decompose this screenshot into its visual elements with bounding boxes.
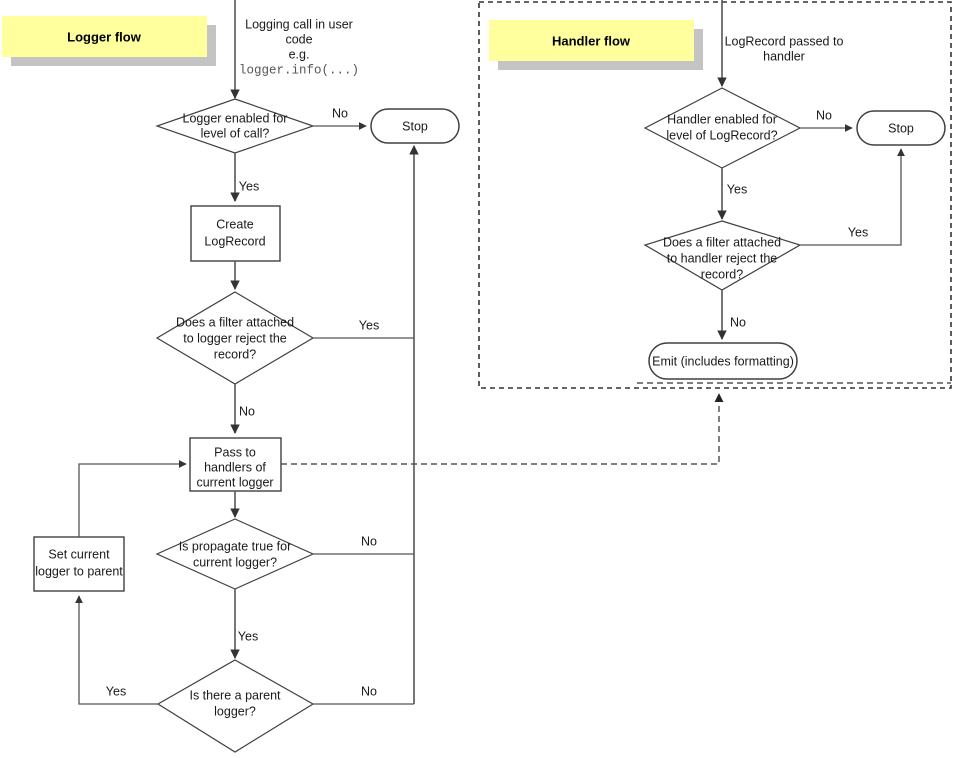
create-logrecord-box (190, 205, 281, 262)
handler-entry-caption-line2: handler (763, 49, 805, 63)
node-logger-stop: Stop (370, 108, 460, 144)
edge-label-propagate-yes: Yes (238, 629, 258, 643)
set-current-logger-label-line2: logger to parent (35, 564, 123, 578)
edge-label-logger-enabled-no: No (332, 106, 348, 120)
parent-logger-label-line2: logger? (214, 704, 256, 718)
edge-label-handler-filter-yes: Yes (848, 225, 868, 239)
edge-label-logger-enabled-yes: Yes (239, 179, 259, 193)
edge-label-logger-filter-yes: Yes (359, 318, 379, 332)
edge-label-propagate-no: No (361, 534, 377, 548)
logger-entry-caption-line3: e.g. (289, 47, 310, 61)
node-logger-filter: Does a filter attached to logger reject … (155, 291, 315, 385)
handler-filter-label-line3: record? (701, 267, 743, 281)
edge-label-handler-enabled-no: No (816, 108, 832, 122)
handler-filter-label-line1: Does a filter attached (663, 235, 781, 249)
logger-entry-caption-line2: code (285, 32, 312, 46)
logger-entry-caption: Logging call in user code e.g. logger.in… (239, 17, 359, 77)
handler-stop-label: Stop (888, 121, 914, 135)
node-set-current-logger: Set current logger to parent (33, 536, 125, 592)
handler-entry-caption-line1: LogRecord passed to (725, 34, 844, 48)
pass-to-handlers-box (189, 437, 282, 492)
edge-label-logger-filter-no: No (239, 404, 255, 418)
edge-label-parent-yes: Yes (106, 684, 126, 698)
handler-banner-label: Handler flow (552, 33, 631, 48)
logger-banner-box (2, 16, 207, 57)
logger-entry-caption-line1: Logging call in user (245, 17, 353, 31)
handler-banner-box (489, 20, 694, 61)
edge-pass-to-handler-flow (281, 393, 724, 465)
emit-shape (648, 342, 798, 380)
logger-flow-banner: Logger flow (2, 16, 216, 66)
logger-stop-label: Stop (402, 119, 428, 133)
node-create-logrecord: Create LogRecord (190, 205, 281, 262)
handler-panel-border (478, 1, 952, 389)
edge-set-current-to-pass (78, 460, 187, 537)
logger-enabled-label-line1: Logger enabled for (183, 111, 288, 125)
handler-flow-panel (478, 1, 952, 389)
parent-logger-label-line1: Is there a parent (189, 688, 281, 702)
logger-entry-caption-code: logger.info(...) (239, 63, 359, 77)
handler-flow-banner: Handler flow (489, 20, 703, 70)
pass-to-handlers-label-line2: handlers of (204, 460, 266, 474)
logger-enabled-label-line2: level of call? (201, 126, 270, 140)
node-logger-enabled: Logger enabled for level of call? (155, 98, 315, 154)
handler-stop-shape (856, 110, 946, 146)
propagate-label-line1: Is propagate true for (179, 539, 292, 553)
edge-label-parent-no: No (361, 684, 377, 698)
set-current-logger-box (33, 536, 125, 592)
handler-filter-label-line2: to handler reject the (667, 251, 778, 265)
node-emit: Emit (includes formatting) (648, 342, 798, 380)
handler-entry-caption: LogRecord passed to handler (725, 34, 844, 63)
edge-parent-yes (75, 595, 158, 705)
create-logrecord-label-line1: Create (216, 217, 254, 231)
node-propagate: Is propagate true for current logger? (155, 518, 315, 590)
propagate-label-line2: current logger? (193, 555, 277, 569)
handler-enabled-label-line1: Handler enabled for (667, 112, 777, 126)
logger-filter-label-line1: Does a filter attached (176, 315, 294, 329)
edge-label-handler-filter-no: No (730, 315, 746, 329)
logger-filter-label-line2: to logger reject the (183, 331, 287, 345)
node-pass-to-handlers: Pass to handlers of current logger (189, 437, 282, 492)
logger-banner-label: Logger flow (67, 29, 142, 44)
pass-to-handlers-label-line3: current logger (196, 475, 273, 489)
edge-handler-filter-yes (800, 148, 905, 246)
node-handler-filter: Does a filter attached to handler reject… (643, 220, 802, 291)
edge-label-handler-enabled-yes: Yes (727, 182, 747, 196)
set-current-logger-label-line1: Set current (48, 547, 110, 561)
emit-label: Emit (includes formatting) (652, 354, 794, 368)
node-handler-stop: Stop (856, 110, 946, 146)
logger-stop-shape (370, 108, 460, 144)
node-handler-enabled: Handler enabled for level of LogRecord? (643, 87, 802, 169)
propagate-diamond (155, 518, 315, 590)
handler-enabled-label-line2: level of LogRecord? (666, 128, 777, 142)
node-parent-logger: Is there a parent logger? (156, 659, 315, 753)
parent-logger-diamond (156, 659, 315, 753)
pass-to-handlers-label-line1: Pass to (214, 445, 256, 459)
create-logrecord-label-line2: LogRecord (204, 234, 265, 248)
logger-filter-label-line3: record? (214, 347, 256, 361)
